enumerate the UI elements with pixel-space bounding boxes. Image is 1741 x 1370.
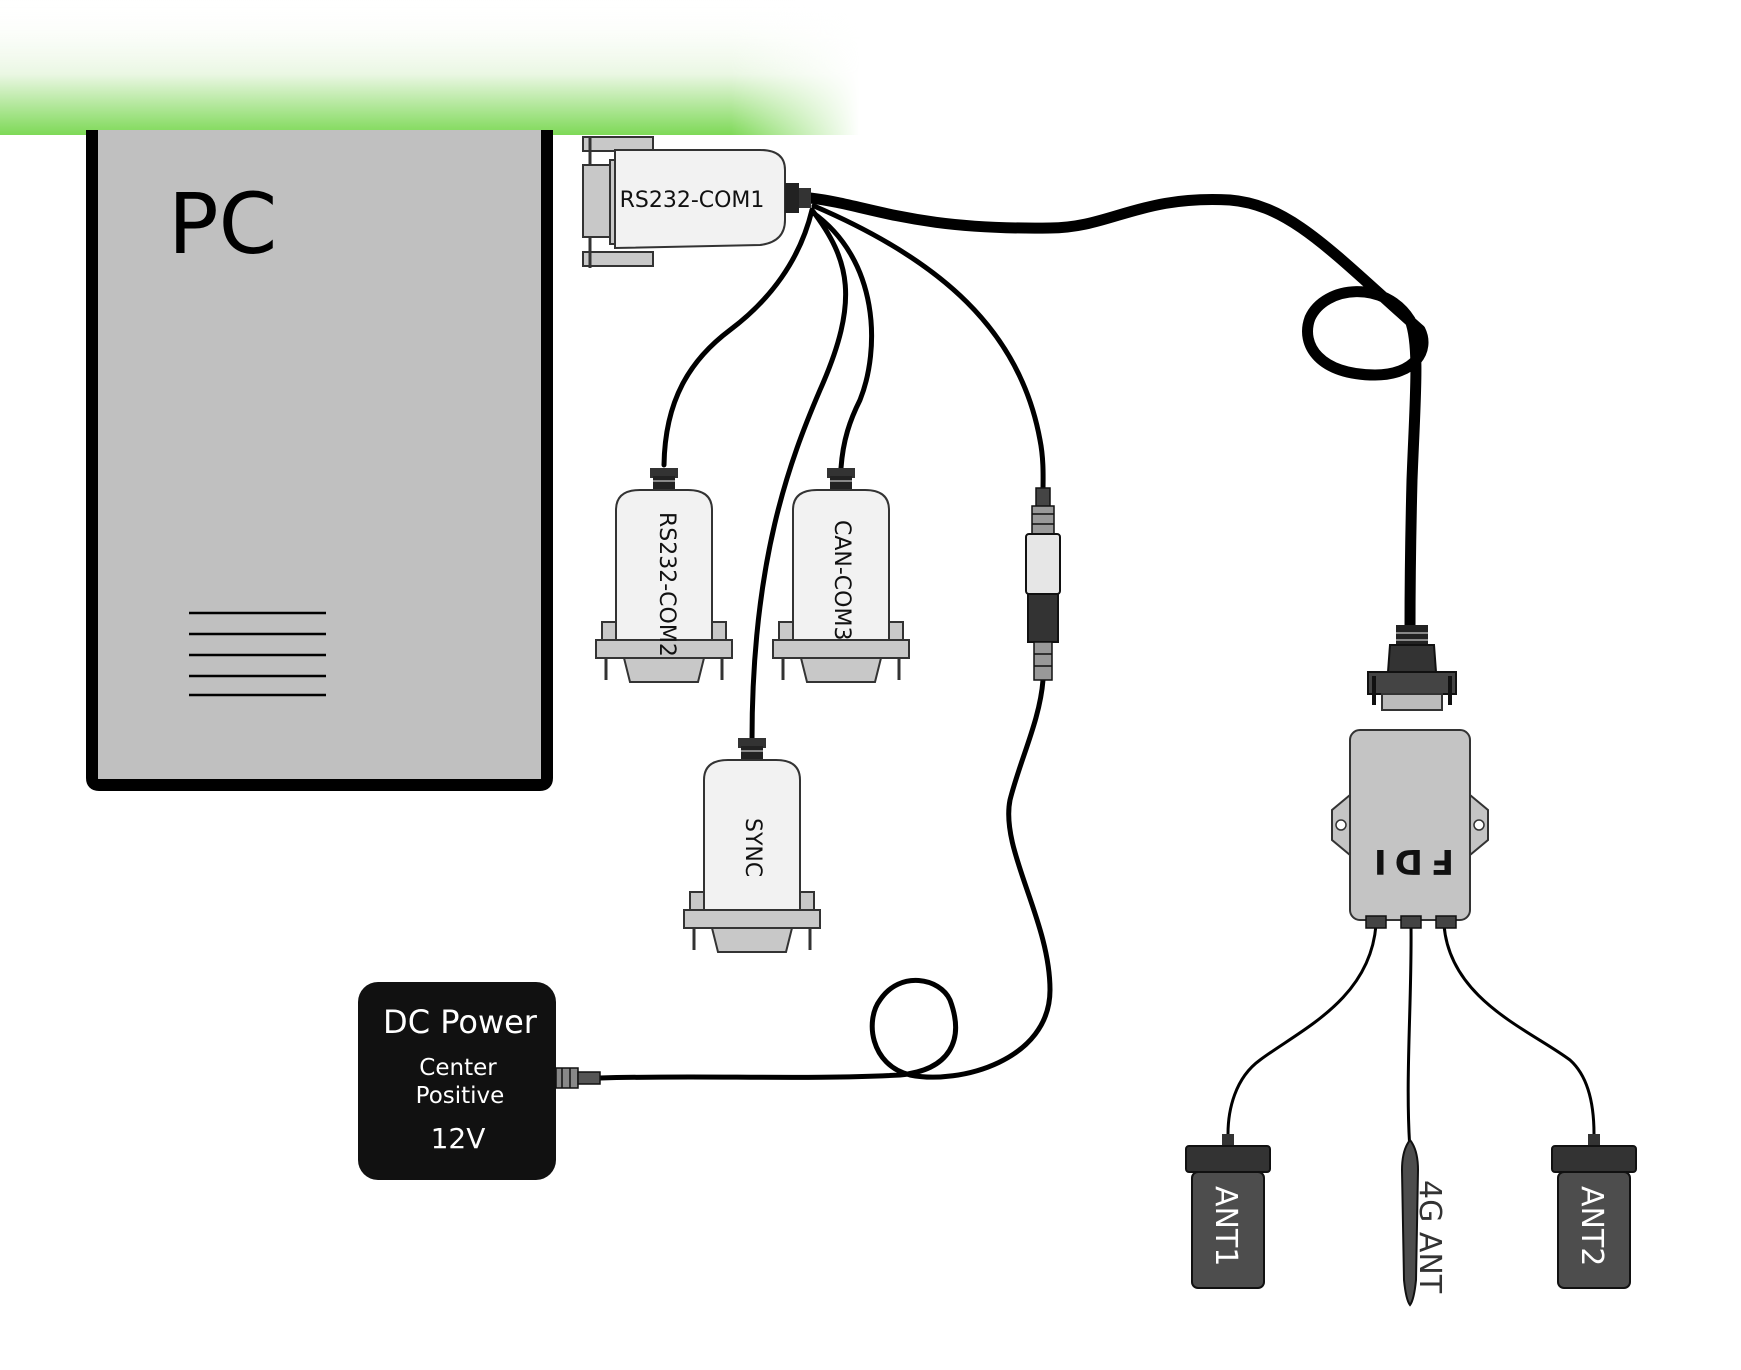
com2-connector: RS232-COM2	[594, 466, 734, 684]
ant4g-lead	[1406, 923, 1413, 1152]
dc-power-line2: Positive	[416, 1083, 505, 1109]
sync-cable	[749, 207, 849, 743]
ant1-antenna: ANT1	[1185, 1133, 1271, 1289]
fdi-label: FDI	[1366, 841, 1454, 881]
fdi-device: FDI	[1331, 625, 1489, 929]
ant-4g-antenna: 4G ANT	[1400, 1138, 1447, 1307]
dc-power-line1: Center	[419, 1055, 497, 1081]
com3-cable	[809, 209, 875, 471]
ant1-label: ANT1	[1208, 1186, 1243, 1266]
cable-bundle	[597, 192, 1596, 1152]
com1-connector: RS232-COM1	[582, 136, 811, 268]
dc-power-title: DC Power	[383, 1003, 538, 1041]
dc-cable	[597, 203, 1053, 1081]
pc-label: PC	[168, 175, 277, 273]
ant2-antenna: ANT2	[1551, 1133, 1637, 1289]
ant1-lead	[1226, 923, 1378, 1136]
com2-cable	[661, 207, 815, 468]
top-banner	[0, 0, 860, 135]
dc-barrel-plug	[1025, 487, 1061, 681]
sync-label: SYNC	[740, 818, 765, 877]
fdi-cable	[804, 192, 1429, 636]
ant2-label: ANT2	[1574, 1186, 1609, 1266]
sync-connector: SYNC	[682, 736, 822, 954]
ant-4g-label: 4G ANT	[1412, 1180, 1447, 1294]
pc-vent-icon	[189, 611, 326, 697]
dc-power-voltage: 12V	[431, 1122, 486, 1155]
com3-connector: CAN-COM3	[771, 466, 911, 684]
com2-label: RS232-COM2	[654, 512, 679, 657]
ant2-lead	[1442, 923, 1596, 1136]
dc-power-supply: DC Power Center Positive 12V	[358, 982, 601, 1180]
pc-tower: PC	[86, 130, 553, 791]
com3-label: CAN-COM3	[829, 520, 854, 640]
com1-label: RS232-COM1	[620, 188, 765, 213]
